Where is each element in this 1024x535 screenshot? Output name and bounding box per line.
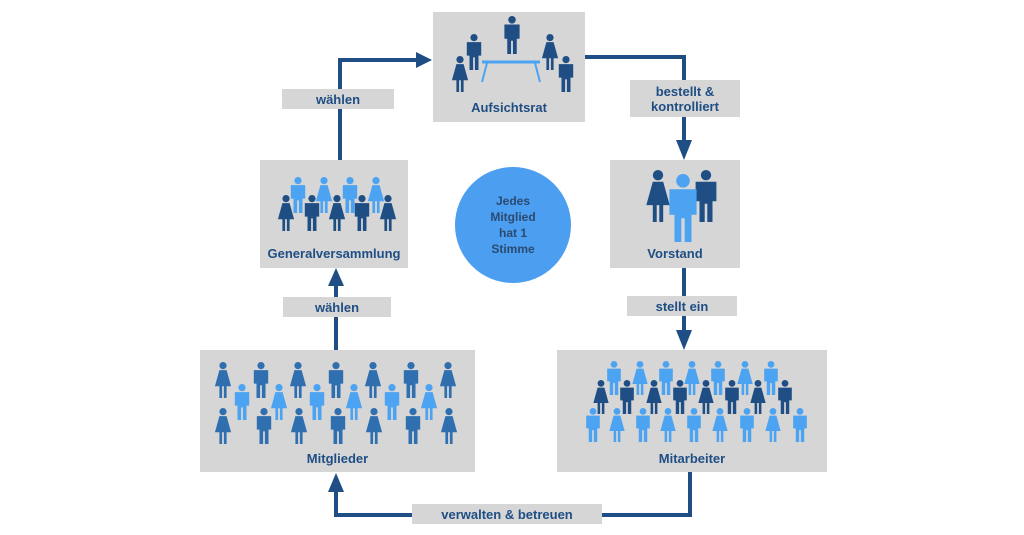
members-crowd-icon [214,362,458,444]
executive-board-icon [646,170,717,242]
assembly-people-icon [277,177,397,231]
edge-label-bestellt: bestellt & kontrolliert [630,80,740,117]
woman-icon [345,384,363,420]
man-icon [620,380,634,414]
woman-icon [660,408,676,442]
man-icon [793,408,807,442]
edge-label-text: verwalten & betreuen [441,506,573,522]
woman-icon [440,408,458,444]
edge-label-text: wählen [315,91,361,107]
man-icon [304,195,320,231]
man-icon [504,15,520,54]
man-icon [403,362,419,398]
board-meeting-table-icon [451,15,574,92]
node-label: Generalversammlung [267,246,401,261]
woman-icon [439,362,457,398]
man-icon [290,177,306,213]
node-label: Mitarbeiter [658,451,726,466]
woman-icon [315,177,333,213]
edge-label-waehlen-bottom: wählen [283,297,391,317]
man-icon [725,380,739,414]
arrowhead-mitarbeiter [676,330,692,350]
woman-icon [367,177,385,213]
edge-label-text: kontrolliert [651,98,719,114]
woman-icon [328,195,346,231]
man-icon [466,34,482,70]
woman-icon [684,361,700,395]
center-note-line: Mitglied [490,210,536,224]
edge-label-text: bestellt & [655,83,715,99]
man-icon [659,361,673,395]
man-icon [253,362,269,398]
woman-icon [270,384,288,420]
edge-gv-to-aufsichtsrat [338,58,420,160]
woman-icon [712,408,728,442]
woman-icon [765,408,781,442]
center-note-line: hat 1 [498,226,527,240]
woman-icon [541,34,559,70]
man-icon [354,195,370,231]
man-icon [636,408,650,442]
man-icon [234,384,250,420]
woman-icon [365,408,383,444]
node-label: Vorstand [647,246,703,261]
woman-icon [289,362,307,398]
woman-icon [214,362,232,398]
man-icon [256,408,272,444]
center-note-line: Stimme [491,242,535,256]
edge-label-waehlen-top: wählen [282,89,394,109]
man-icon [330,408,346,444]
woman-icon [632,361,648,395]
man-icon [309,384,325,420]
man-icon [764,361,778,395]
table-leg [481,62,488,83]
edge-label-text: stellt ein [655,298,709,314]
man-icon [405,408,421,444]
employees-crowd-icon [586,361,807,442]
woman-icon [364,362,382,398]
woman-icon [451,56,469,92]
node-label: Mitglieder [306,451,369,466]
table-leg [534,62,541,83]
man-icon [328,362,344,398]
man-icon [687,408,701,442]
woman-icon [593,380,609,414]
arrowhead-vorstand [676,140,692,160]
edge-label-text: wählen [314,299,360,315]
man-icon [384,384,400,420]
edge-label-stellt-ein: stellt ein [627,296,737,316]
woman-icon [420,384,438,420]
man-icon [558,56,574,92]
woman-icon [277,195,295,231]
woman-icon [646,380,662,414]
edge-label-verwalten: verwalten & betreuen [412,504,602,524]
man-icon [342,177,358,213]
man-icon [711,361,725,395]
man-icon [586,408,600,442]
man-icon [778,380,792,414]
man-icon [740,408,754,442]
node-label: Aufsichtsrat [471,100,547,115]
woman-icon [698,380,714,414]
woman-icon [750,380,766,414]
man-icon [673,380,687,414]
arrowhead-gv [328,268,344,286]
center-note-circle: Jedes Mitglied hat 1 Stimme [455,167,571,283]
man-icon [695,170,717,222]
woman-icon [646,170,670,222]
woman-icon [214,408,232,444]
arrowhead-mitglieder [328,473,344,492]
woman-icon [379,195,397,231]
arrowhead-aufsichtsrat [416,52,432,68]
woman-icon [609,408,625,442]
woman-icon [290,408,308,444]
man-icon [669,174,697,242]
woman-icon [737,361,753,395]
man-icon [607,361,621,395]
center-note-line: Jedes [495,194,530,208]
